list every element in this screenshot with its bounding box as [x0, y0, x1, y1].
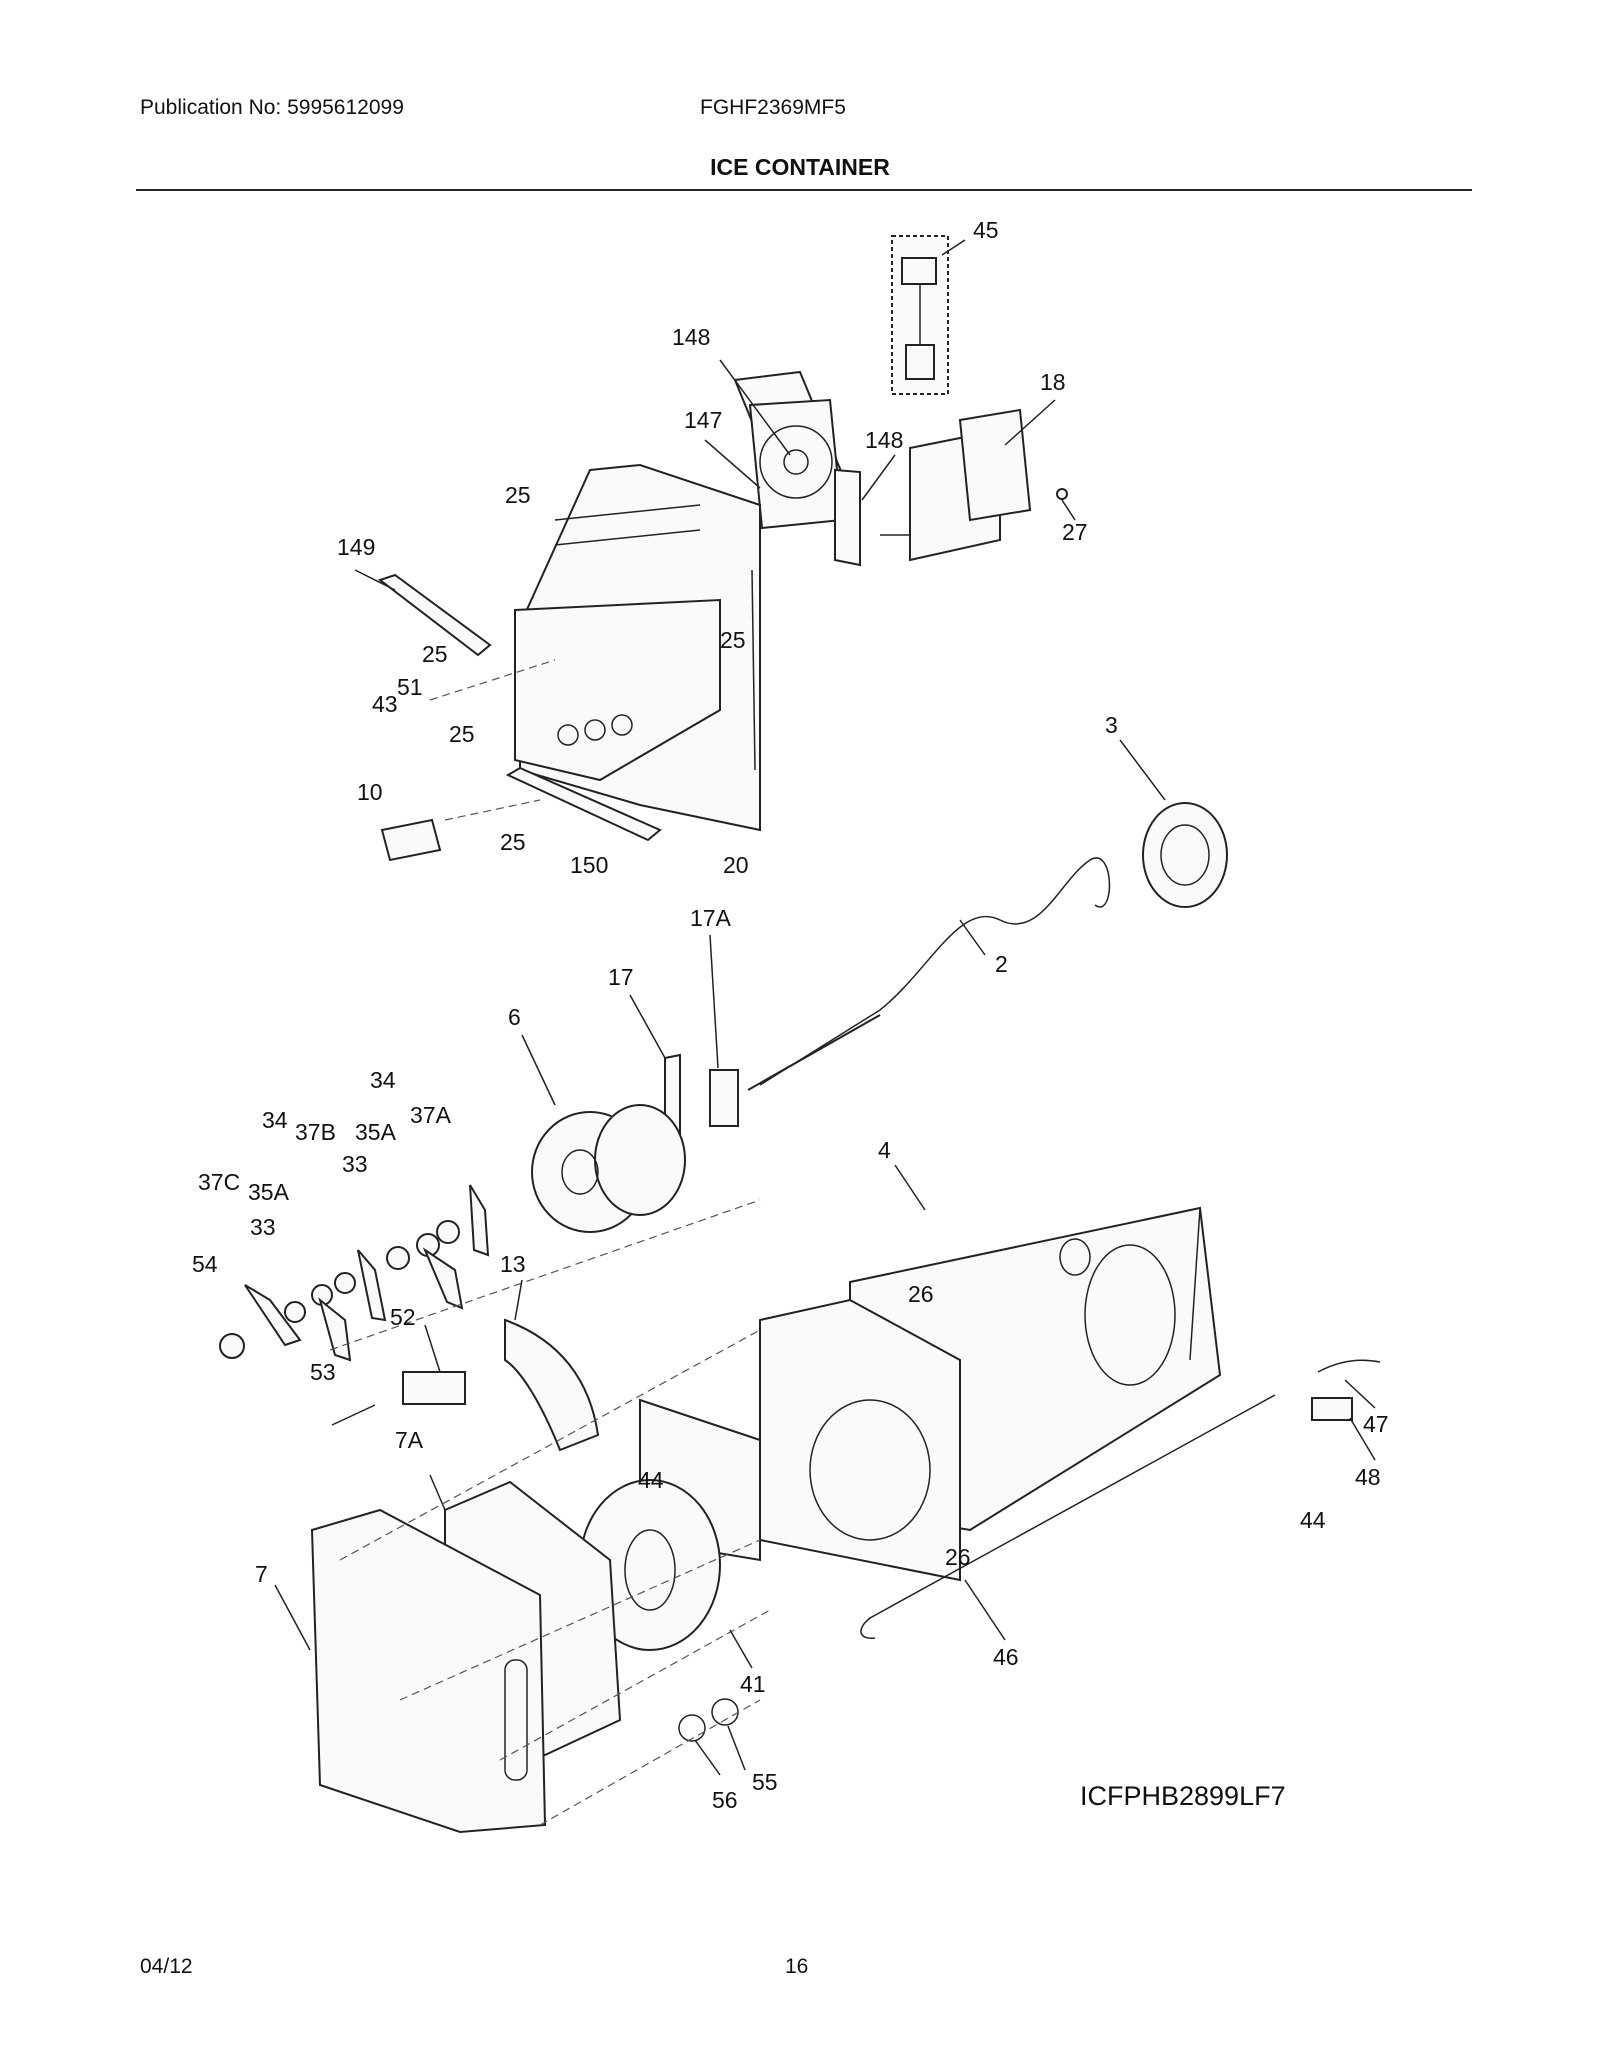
- part-53-pin: [331, 1404, 376, 1426]
- part-46-rod: [860, 1394, 1276, 1639]
- callout-labels: 45 148 147 148 18 27 25 149 25 25 51 43 …: [192, 217, 1389, 1813]
- callout-44-right: 44: [1300, 1507, 1326, 1533]
- callout-10: 10: [357, 779, 383, 805]
- part-10-cap: [380, 818, 442, 862]
- callout-45: 45: [973, 217, 999, 243]
- callout-54: 54: [192, 1251, 218, 1277]
- callout-13: 13: [500, 1251, 526, 1277]
- callout-18: 18: [1040, 369, 1066, 395]
- part-13-chute: [504, 1318, 600, 1452]
- callout-150: 150: [570, 852, 608, 878]
- page-number: 16: [785, 1955, 809, 1978]
- callout-48: 48: [1355, 1464, 1381, 1490]
- footer-date: 04/12: [140, 1955, 193, 1978]
- part-55-ring: [711, 1698, 739, 1726]
- part-fan-assembly: [733, 370, 861, 567]
- callout-26-lower: 26: [945, 1544, 971, 1570]
- callout-33-upper: 33: [342, 1151, 368, 1177]
- callout-53: 53: [310, 1359, 336, 1385]
- alignment-lines: [329, 659, 771, 1826]
- callout-27: 27: [1062, 519, 1088, 545]
- callout-17A: 17A: [690, 905, 732, 931]
- part-4-ice-container: [759, 1206, 1222, 1582]
- part-41-housing: [579, 1398, 761, 1651]
- callout-34-lower: 34: [262, 1107, 288, 1133]
- callout-35A-lower: 35A: [248, 1179, 290, 1205]
- part-150-trim: [505, 766, 662, 842]
- callout-37B: 37B: [295, 1119, 336, 1145]
- page-title: ICE CONTAINER: [710, 154, 890, 180]
- callout-41: 41: [740, 1671, 766, 1697]
- callout-43: 43: [372, 691, 398, 717]
- callout-25-top: 25: [505, 482, 531, 508]
- part-wiring-harness: [891, 235, 949, 395]
- callout-25-mid: 25: [449, 721, 475, 747]
- callout-148-top: 148: [672, 324, 710, 350]
- model-number: FGHF2369MF5: [700, 96, 846, 119]
- part-6-drum: [531, 1104, 686, 1233]
- callout-leaders: [274, 239, 1376, 1776]
- callout-147: 147: [684, 407, 722, 433]
- callout-3: 3: [1105, 712, 1118, 738]
- callout-148-side: 148: [865, 427, 903, 453]
- part-149-strip: [377, 573, 492, 657]
- callout-34-upper: 34: [370, 1067, 396, 1093]
- part-auger-motor: [880, 408, 1068, 562]
- callout-17: 17: [608, 964, 634, 990]
- callout-4: 4: [878, 1137, 891, 1163]
- callout-20: 20: [723, 852, 749, 878]
- part-fan-housing: [514, 463, 761, 832]
- callout-149: 149: [337, 534, 375, 560]
- callout-35A-upper: 35A: [355, 1119, 397, 1145]
- part-56-ring: [678, 1714, 706, 1742]
- callout-26-upper: 26: [908, 1281, 934, 1307]
- callout-7: 7: [255, 1561, 268, 1587]
- callout-46: 46: [993, 1644, 1019, 1670]
- callout-51: 51: [397, 674, 423, 700]
- part-3-bearing: [1142, 802, 1228, 908]
- part-2-auger: [747, 857, 1111, 1091]
- callout-44-center: 44: [638, 1467, 664, 1493]
- callout-25-bottom: 25: [500, 829, 526, 855]
- callout-47: 47: [1363, 1411, 1389, 1437]
- part-17A-clip: [709, 1069, 739, 1127]
- callout-55: 55: [752, 1769, 778, 1795]
- callout-7A: 7A: [395, 1427, 424, 1453]
- callout-6: 6: [508, 1004, 521, 1030]
- diagram-code: ICFPHB2899LF7: [1080, 1781, 1286, 1811]
- callout-25-right: 25: [720, 627, 746, 653]
- publication-number: Publication No: 5995612099: [140, 96, 404, 119]
- part-blade-stack: [219, 1184, 490, 1362]
- callout-37C: 37C: [198, 1169, 240, 1195]
- part-52-block: [402, 1371, 466, 1405]
- callout-33-lower: 33: [250, 1214, 276, 1240]
- part-7-cover: [310, 1508, 547, 1834]
- part-47-spring: [1317, 1359, 1381, 1373]
- callout-52: 52: [390, 1304, 416, 1330]
- callout-56: 56: [712, 1787, 738, 1813]
- callout-37A: 37A: [410, 1102, 452, 1128]
- part-48-switch: [1311, 1397, 1353, 1421]
- title-rule: [136, 189, 1472, 191]
- callout-2: 2: [995, 951, 1008, 977]
- callout-25-left: 25: [422, 641, 448, 667]
